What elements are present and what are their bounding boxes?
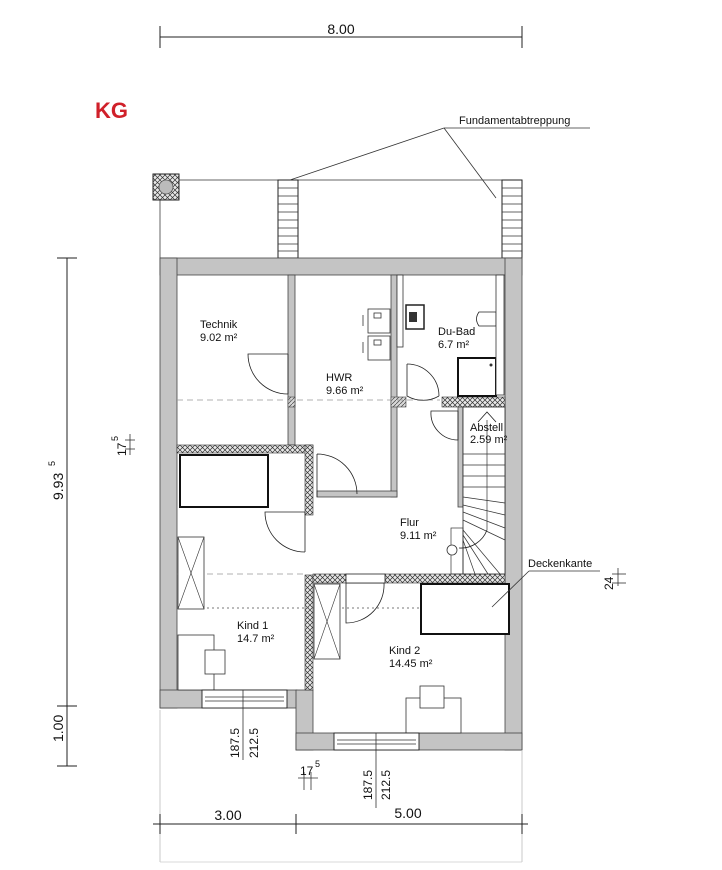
room-label-hwr: HWR 9.66 m² <box>326 372 364 397</box>
chair-icon <box>204 649 226 675</box>
dimension-bottom-wall: 17 5 <box>298 759 320 790</box>
svg-text:Kind 2: Kind 2 <box>389 645 420 657</box>
kind2-furniture <box>313 583 510 734</box>
door-technik <box>247 353 289 395</box>
svg-text:187.5: 187.5 <box>361 770 375 800</box>
svg-text:187.5: 187.5 <box>228 728 242 758</box>
window-kind1 <box>201 689 288 760</box>
svg-text:5: 5 <box>110 436 120 441</box>
svg-text:9.11 m²: 9.11 m² <box>400 530 437 542</box>
dimension-window-kind1: 187.5 212.5 <box>228 728 261 758</box>
dimension-bottom-chain: 3.00 5.00 <box>153 710 528 863</box>
svg-text:5.00: 5.00 <box>394 805 421 821</box>
room-label-kind2: Kind 2 14.45 m² <box>389 645 433 670</box>
svg-text:17: 17 <box>115 442 129 456</box>
svg-text:Flur: Flur <box>400 517 419 529</box>
room-label-flur: Flur 9.11 m² <box>400 517 437 542</box>
door-abstell <box>430 410 459 441</box>
terrace-outline <box>159 179 523 258</box>
drain-icon <box>152 173 180 201</box>
door-kind1 <box>264 511 306 553</box>
svg-text:Kind 1: Kind 1 <box>237 620 268 632</box>
svg-text:5: 5 <box>47 461 57 466</box>
dimension-left-height: 9.93 5 1.00 <box>47 257 77 767</box>
doors <box>247 353 459 624</box>
svg-text:6.7 m²: 6.7 m² <box>438 339 470 351</box>
staircase <box>446 406 506 575</box>
svg-text:17: 17 <box>300 764 314 778</box>
svg-text:5: 5 <box>315 759 320 769</box>
bathroom-fixtures <box>396 274 505 397</box>
svg-text:9.02 m²: 9.02 m² <box>200 332 238 344</box>
bed-icon <box>179 454 269 508</box>
dimension-window-kind2: 187.5 212.5 <box>361 770 393 800</box>
svg-text:9.93: 9.93 <box>50 473 66 500</box>
room-label-technik: Technik 9.02 m² <box>200 319 238 344</box>
toilet-icon <box>476 311 497 327</box>
kind1-furniture <box>177 454 269 691</box>
stair-arrow-icon <box>477 411 497 423</box>
svg-text:2.59 m²: 2.59 m² <box>470 434 508 446</box>
floor-label: KG <box>95 98 128 123</box>
bed-icon <box>420 583 510 635</box>
svg-text:212.5: 212.5 <box>247 728 261 758</box>
dimension-top-total: 8.00 <box>159 21 523 48</box>
foundation-step-right <box>501 179 523 259</box>
svg-text:8.00: 8.00 <box>327 21 354 37</box>
svg-text:Technik: Technik <box>200 319 238 331</box>
room-label-kind1: Kind 1 14.7 m² <box>237 620 275 645</box>
svg-text:HWR: HWR <box>326 372 352 384</box>
room-label-abstell: Abstell 2.59 m² <box>470 422 508 446</box>
room-label-du-bad: Du-Bad 6.7 m² <box>438 326 475 351</box>
washer-dryer-icon <box>362 308 391 361</box>
door-du-bad <box>406 364 440 401</box>
annotation-ceiling-edge: Deckenkante <box>491 558 600 608</box>
window-kind2 <box>333 732 420 808</box>
door-kind2 <box>345 582 385 624</box>
annotation-foundation-step: Fundamentabtreppung <box>289 115 590 199</box>
svg-text:Du-Bad: Du-Bad <box>438 326 475 338</box>
svg-text:Abstell: Abstell <box>470 422 503 434</box>
svg-text:9.66 m²: 9.66 m² <box>326 385 364 397</box>
svg-text:3.00: 3.00 <box>214 807 241 823</box>
faucet-icon <box>409 312 417 322</box>
svg-text:1.00: 1.00 <box>50 715 66 742</box>
door-hwr <box>316 453 358 497</box>
svg-text:14.7 m²: 14.7 m² <box>237 633 275 645</box>
svg-text:Fundamentabtreppung: Fundamentabtreppung <box>459 115 570 127</box>
svg-text:14.45 m²: 14.45 m² <box>389 658 433 670</box>
svg-text:212.5: 212.5 <box>379 770 393 800</box>
chair-icon <box>419 685 445 709</box>
svg-text:24: 24 <box>602 576 616 590</box>
dimension-left-wall: 17 5 <box>110 434 135 456</box>
dimension-right-24: 24 <box>602 568 626 590</box>
svg-text:Deckenkante: Deckenkante <box>528 558 592 570</box>
foundation-step-left <box>277 179 299 259</box>
